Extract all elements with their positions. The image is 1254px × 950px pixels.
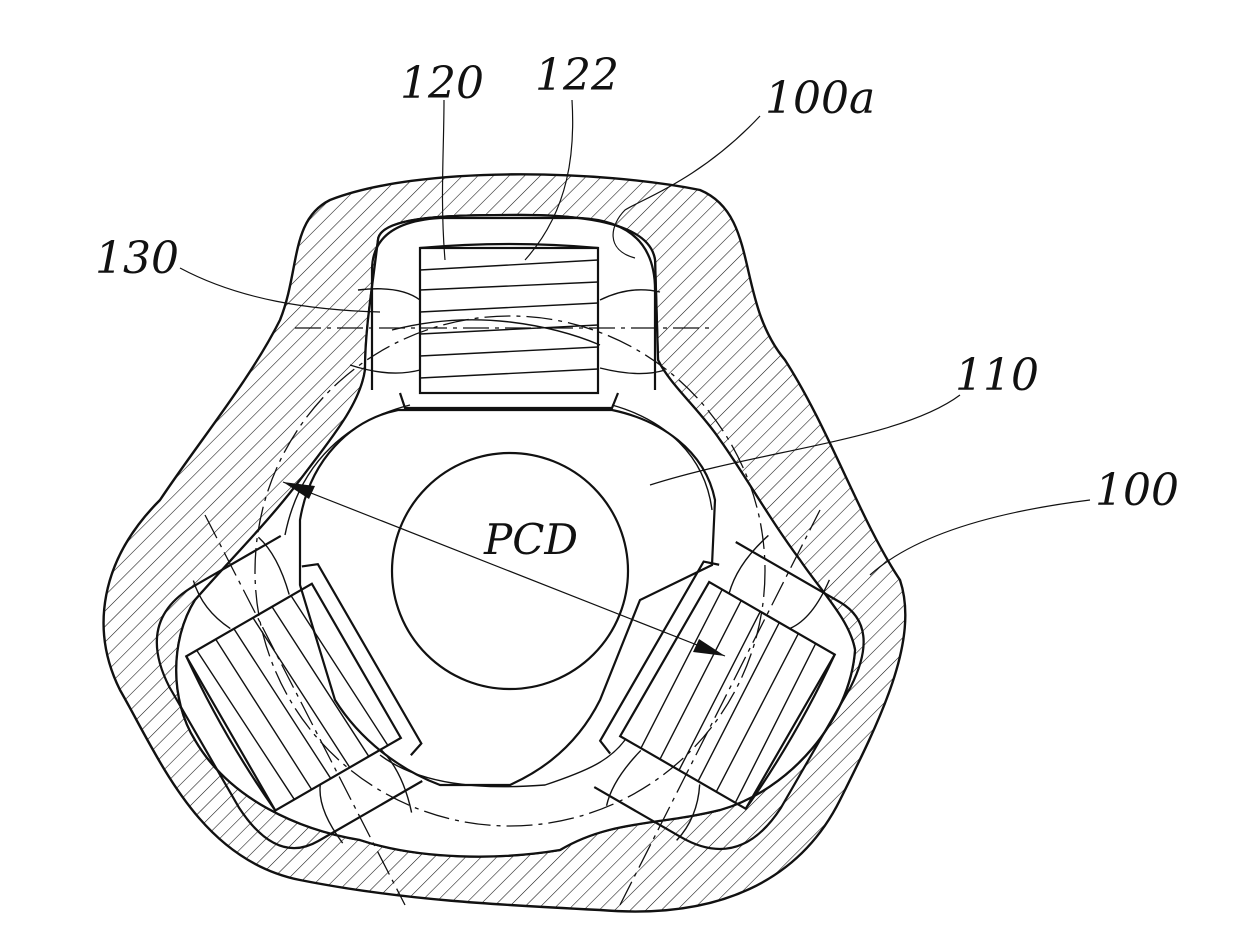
leader-100 (870, 500, 1090, 575)
label-100: 100 (1095, 465, 1179, 516)
label-122: 122 (535, 50, 619, 101)
label-130: 130 (95, 233, 179, 284)
label-120: 120 (400, 58, 484, 109)
label-pcd: PCD (483, 515, 578, 564)
label-100a: 100a (765, 73, 875, 124)
label-110: 110 (955, 350, 1039, 401)
